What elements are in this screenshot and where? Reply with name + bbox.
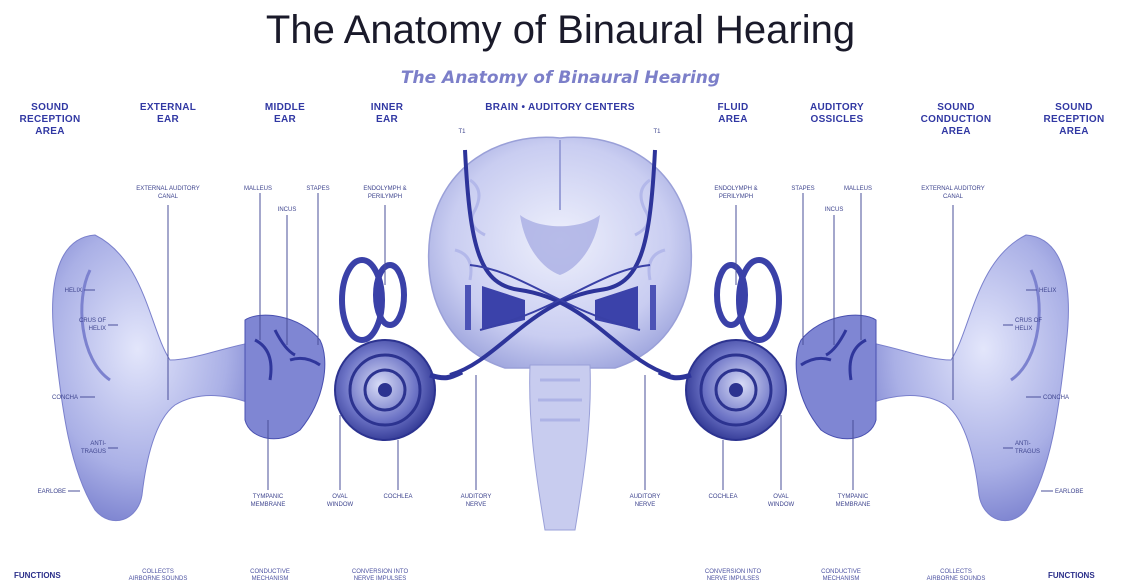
label-right-oval-window: OVAL WINDOW: [768, 493, 794, 509]
label-right-external-auditory-canal: EXTERNAL AUDITORY CANAL: [921, 185, 985, 201]
header-sound-reception-left: SOUND RECEPTION AREA: [19, 102, 80, 138]
label-right-anti-tragus: ANTI- TRAGUS: [1015, 440, 1040, 456]
label-right-incus: INCUS: [825, 206, 844, 214]
label-right-malleus: MALLEUS: [844, 185, 872, 193]
right-middle-ear: [796, 315, 876, 439]
functions-heading-right: FUNCTIONS: [1048, 571, 1095, 580]
header-external-ear: EXTERNAL EAR: [140, 102, 196, 126]
header-sound-conduction: SOUND CONDUCTION AREA: [921, 102, 992, 138]
label-right-auditory-nerve: AUDITORY NERVE: [630, 493, 661, 509]
label-left-concha: CONCHA: [52, 394, 78, 402]
label-right-concha: CONCHA: [1043, 394, 1069, 402]
label-left-anti-tragus: ANTI- TRAGUS: [81, 440, 106, 456]
label-left-endolymph: ENDOLYMPH & PERILYMPH: [363, 185, 406, 201]
right-outer-ear: [856, 235, 1068, 521]
label-right-earlobe: EARLOBE: [1055, 488, 1083, 496]
label-left-cochlea: COCHLEA: [383, 493, 412, 501]
label-left-auditory-nerve: AUDITORY NERVE: [461, 493, 492, 509]
function-collects-left: COLLECTS AIRBORNE SOUNDS: [129, 569, 188, 583]
label-left-tympanic-membrane: TYMPANIC MEMBRANE: [251, 493, 286, 509]
brain-mark-left: T1: [458, 128, 465, 136]
brain-illustration: [429, 137, 692, 530]
label-left-external-auditory-canal: EXTERNAL AUDITORY CANAL: [136, 185, 200, 201]
function-conversion-right: CONVERSION INTO NERVE IMPULSES: [705, 569, 761, 583]
header-sound-reception-right: SOUND RECEPTION AREA: [1043, 102, 1104, 138]
header-middle-ear: MIDDLE EAR: [265, 102, 305, 126]
label-left-stapes: STAPES: [306, 185, 329, 193]
label-left-oval-window: OVAL WINDOW: [327, 493, 353, 509]
function-collects-right: COLLECTS AIRBORNE SOUNDS: [927, 569, 986, 583]
header-fluid-area: FLUID AREA: [718, 102, 749, 126]
header-auditory-ossicles: AUDITORY OSSICLES: [810, 102, 864, 126]
label-right-tympanic-membrane: TYMPANIC MEMBRANE: [836, 493, 871, 509]
label-right-endolymph: ENDOLYMPH & PERILYMPH: [714, 185, 757, 201]
label-left-crus-of-helix: CRUS OF HELIX: [79, 317, 106, 333]
functions-heading-left: FUNCTIONS: [14, 571, 61, 580]
label-right-cochlea: COCHLEA: [708, 493, 737, 501]
label-right-stapes: STAPES: [791, 185, 814, 193]
left-middle-ear: [245, 315, 325, 439]
label-left-helix: HELIX: [65, 287, 82, 295]
label-right-crus-of-helix: CRUS OF HELIX: [1015, 317, 1042, 333]
header-brain: BRAIN • AUDITORY CENTERS: [485, 102, 635, 114]
label-left-incus: INCUS: [278, 206, 297, 214]
left-outer-ear: [53, 235, 265, 521]
label-left-earlobe: EARLOBE: [38, 488, 66, 496]
brain-mark-right: T1: [653, 128, 660, 136]
label-left-malleus: MALLEUS: [244, 185, 272, 193]
label-right-helix: HELIX: [1039, 287, 1056, 295]
function-conversion-left: CONVERSION INTO NERVE IMPULSES: [352, 569, 408, 583]
function-conductive-left: CONDUCTIVE MECHANISM: [250, 569, 290, 583]
header-inner-ear: INNER EAR: [371, 102, 404, 126]
function-conductive-right: CONDUCTIVE MECHANISM: [821, 569, 861, 583]
